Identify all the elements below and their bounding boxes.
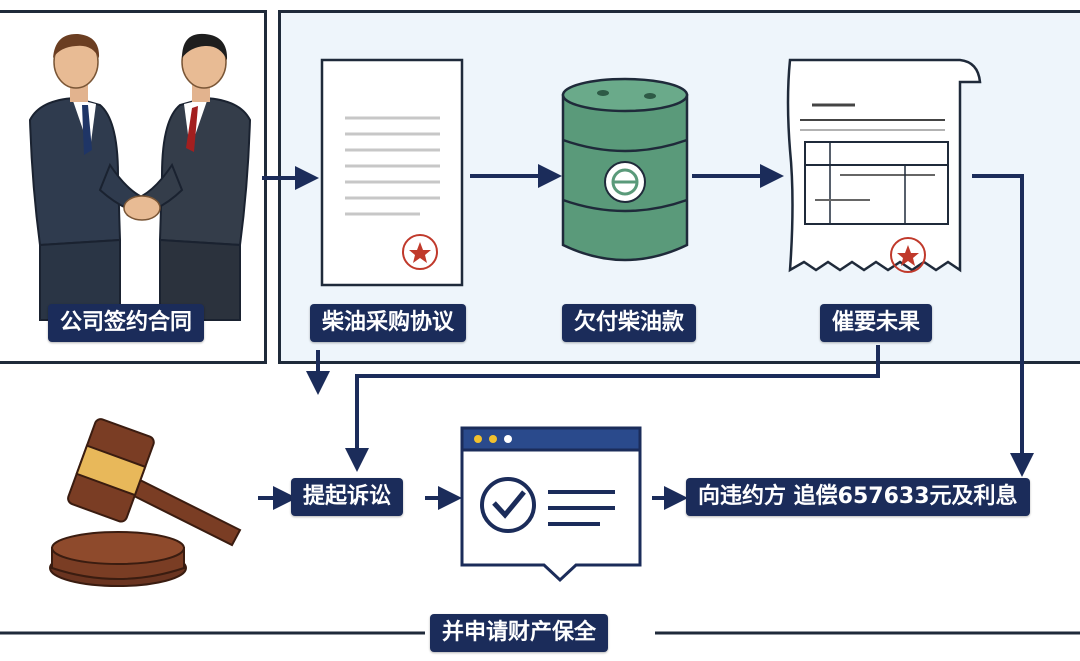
label-claim: 向违约方 追偿657633元及利息 xyxy=(686,478,1030,516)
flow-arrows xyxy=(258,164,1034,510)
label-preservation: 并申请财产保全 xyxy=(430,614,609,652)
arrow-invoice-to-claim xyxy=(972,174,1034,477)
label-sign-contract: 公司签约合同 xyxy=(48,304,205,342)
label-diesel-agreement: 柴油采购协议 xyxy=(310,304,467,342)
agreement-document-icon xyxy=(320,58,464,287)
approval-window-icon xyxy=(460,426,642,583)
label-owe-payment: 欠付柴油款 xyxy=(562,304,697,342)
invoice-receipt-icon xyxy=(786,58,982,273)
label-file-lawsuit: 提起诉讼 xyxy=(291,478,404,516)
arrow-urge-to-lawsuit xyxy=(345,345,880,472)
label-urge-failed: 催要未果 xyxy=(820,304,933,342)
business-handshake-icon xyxy=(28,33,252,321)
oil-barrel-icon xyxy=(561,77,689,262)
judge-gavel-icon xyxy=(49,418,242,587)
